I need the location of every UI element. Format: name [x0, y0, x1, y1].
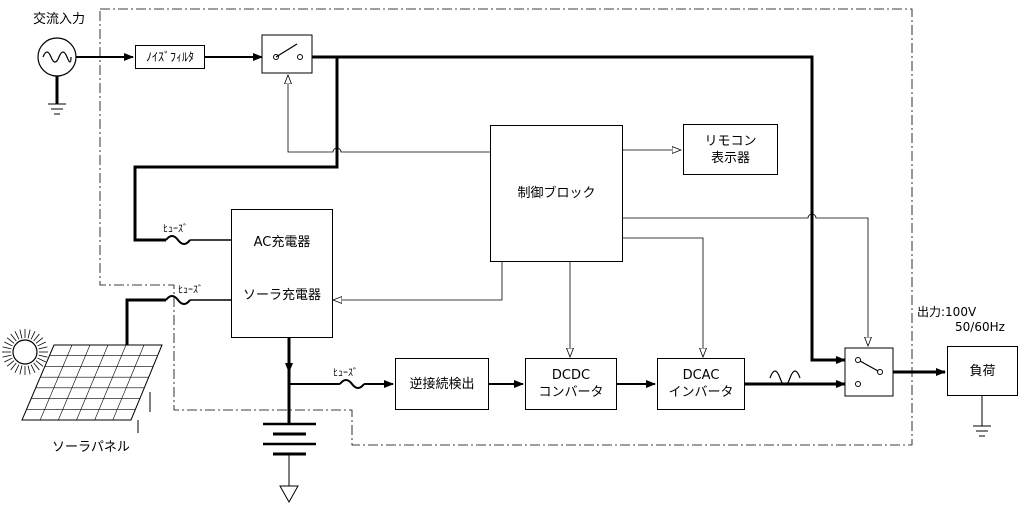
dcac-label-1: DCAC [682, 368, 720, 383]
output-label-2: 50/60Hz [955, 320, 1005, 334]
noise-filter-block: ﾉｲｽﾞﾌｨﾙﾀ [135, 45, 205, 69]
control-block-label: 制御ブロック [517, 186, 596, 201]
ac-charger-label: AC充電器 [253, 235, 311, 250]
enclosure-boundary [99, 8, 913, 446]
input-switch [261, 34, 313, 74]
remote-display-block: リモコン 表示器 [683, 124, 778, 175]
fuse-label-ac: ﾋｭｰｽﾞ [163, 224, 188, 235]
output-switch [844, 347, 894, 397]
remote-display-label-2: 表示器 [710, 150, 750, 166]
control-block: 制御ブロック [490, 125, 623, 262]
solar-panel-icon [21, 344, 163, 433]
noise-filter-label: ﾉｲｽﾞﾌｨﾙﾀ [145, 49, 194, 64]
charger-block: AC充電器 ソーラ充電器 [231, 209, 333, 338]
dcac-label-2: インバータ [668, 385, 734, 400]
solar-panel-label: ソーラパネル [52, 440, 130, 455]
ground-icon-ac [48, 103, 66, 115]
dcdc-converter-block: DCDC コンバータ [525, 358, 617, 410]
ac-input-label: 交流入力 [33, 12, 86, 27]
solar-charger-label: ソーラ充電器 [242, 288, 321, 303]
fuse-label-battery: ﾋｭｰｽﾞ [333, 368, 358, 379]
dcdc-label-2: コンバータ [538, 385, 604, 400]
sun-icon [2, 329, 48, 375]
ac-input-source-icon [37, 37, 77, 77]
battery-icon [263, 422, 316, 456]
fuse-label-solar: ﾋｭｰｽﾞ [178, 285, 203, 296]
output-label-1: 出力:100V [917, 305, 977, 319]
reverse-detect-block: 逆接続検出 [395, 358, 489, 410]
ground-icon-load [973, 425, 991, 437]
ground-triangle-icon [279, 485, 299, 504]
load-block: 負荷 [947, 346, 1018, 396]
load-label: 負荷 [969, 363, 996, 379]
ac-wave-icon [769, 370, 801, 386]
reverse-detect-label: 逆接続検出 [409, 376, 475, 392]
remote-display-label-1: リモコン [704, 133, 757, 149]
dcdc-label-1: DCDC [551, 368, 591, 383]
dcac-inverter-block: DCAC インバータ [657, 358, 745, 410]
